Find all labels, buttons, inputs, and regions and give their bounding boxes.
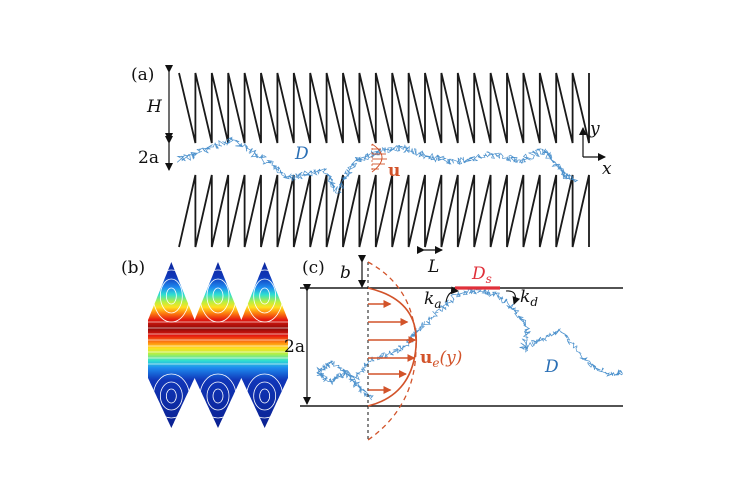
velocity-profile-c (367, 261, 418, 441)
axes-icon (579, 127, 606, 161)
panel-b-label: (b) (121, 258, 145, 278)
adsorption-arrow (445, 286, 459, 303)
panel-b: (b) (121, 258, 288, 428)
kd-label: kd (520, 287, 538, 309)
velocity-field-heatmap (148, 262, 288, 428)
random-walk-trajectory-a (176, 136, 579, 194)
velocity-label-a: u (388, 161, 400, 181)
two-a-label-c: 2a (284, 337, 305, 357)
h-label: H (146, 97, 163, 117)
random-walk-trajectory-c (316, 287, 624, 401)
panel-c: (c) b 2a Ds ka kd ue(y) D (284, 255, 624, 441)
ka-label: ka (424, 289, 441, 311)
ds-label: Ds (471, 264, 492, 286)
panel-a-label: (a) (131, 65, 154, 85)
b-label: b (340, 263, 351, 283)
l-label: L (427, 257, 439, 277)
top-sawtooth-wall (178, 72, 590, 144)
axis-x-label: x (602, 159, 612, 179)
axis-y-label: y (589, 119, 600, 139)
panel-c-label: (c) (302, 258, 325, 278)
two-a-label-a: 2a (138, 148, 159, 168)
bottom-sawtooth-wall (178, 174, 590, 248)
diffusivity-label-a: D (294, 144, 309, 164)
velocity-profile-a (371, 143, 387, 173)
desorption-arrow (505, 290, 521, 305)
panel-a: (a) H 2a D u L y x (131, 65, 612, 277)
ue-label: ue(y) (420, 348, 462, 370)
diffusivity-label-c: D (544, 357, 559, 377)
